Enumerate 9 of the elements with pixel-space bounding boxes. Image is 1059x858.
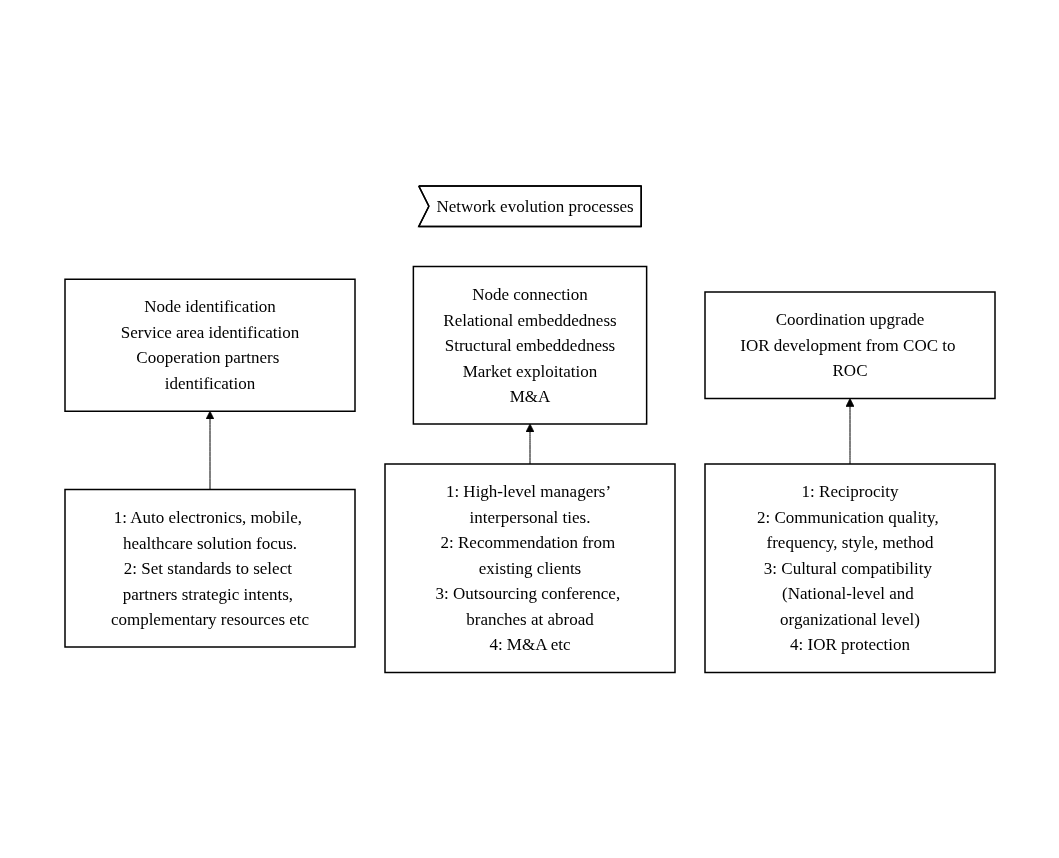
node-box: 1: High-level managers’ interpersonal ties. 2: Recommendation from existing clients 3: Outsourcing conference, branches at abroad 4: M&A etc (383, 463, 676, 673)
arrow (845, 397, 854, 465)
arrow (205, 410, 214, 490)
node-box: 1: Reciprocity 2: Communication quality, frequency, style, method 3: Cultural compatibility (National-level and organizational level) 4: IOR protection (703, 463, 996, 673)
arrow (525, 423, 534, 465)
node-box: Node identification Service area identification Cooperation partners identification (63, 278, 356, 412)
node-box: 1: Auto electronics, mobile, healthcare solution focus. 2: Set standards to select partners strategic intents, complementary resources etc (63, 488, 356, 648)
node-box: Coordination upgrade IOR development from COC to ROC (703, 291, 996, 399)
node-box: Node connection Relational embeddedness Structural embeddedness Market exploitation M&A (412, 265, 647, 425)
